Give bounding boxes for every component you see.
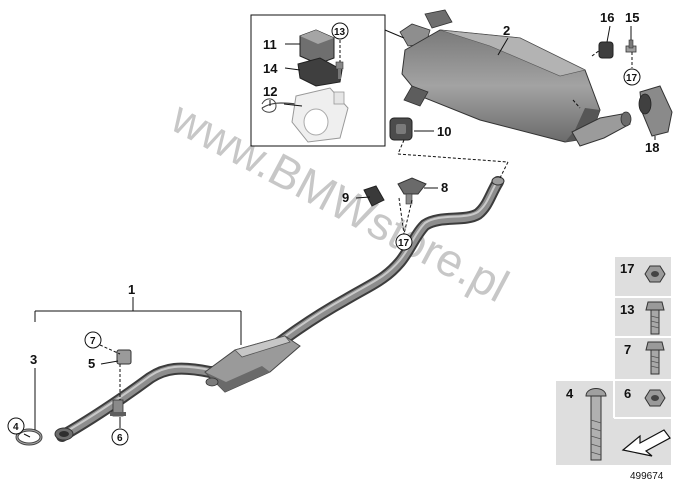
callout-8: 8 — [441, 180, 448, 195]
circled-callouts: 4 6 7 13 17 17 — [7, 22, 641, 446]
carriage-bolt-icon — [585, 388, 607, 461]
tailpipe-trim-18 — [638, 85, 673, 137]
flap-valve-housing — [291, 87, 349, 143]
bracket-5 — [116, 349, 132, 365]
legend-label-13: 13 — [620, 302, 634, 317]
actuator-11 — [299, 29, 335, 65]
front-exhaust-pipe — [54, 176, 505, 442]
legend-label-4: 4 — [566, 386, 574, 401]
bracket-14 — [297, 57, 343, 87]
svg-text:17: 17 — [398, 238, 410, 249]
legend-label-7: 7 — [624, 342, 631, 357]
direction-arrow-icon — [621, 429, 671, 457]
hex-bolt-icon — [645, 341, 665, 375]
callout-10: 10 — [437, 124, 451, 139]
svg-text:7: 7 — [90, 336, 96, 347]
callout-15: 15 — [625, 10, 639, 25]
legend-label-17: 17 — [620, 261, 634, 276]
hanger-9 — [363, 185, 385, 207]
callout-16: 16 — [600, 10, 614, 25]
callout-14: 14 — [263, 61, 278, 76]
catalytic-converter — [204, 335, 301, 393]
circled-callout-13: 13 — [331, 22, 349, 40]
callout-18: 18 — [645, 140, 659, 155]
leader-lines — [23, 25, 656, 438]
rubber-damper-16 — [598, 41, 614, 59]
detail-inset-box — [250, 14, 386, 147]
svg-text:17: 17 — [626, 73, 638, 84]
bracket-8 — [397, 177, 427, 205]
circled-callout-7: 7 — [84, 331, 102, 349]
rubber-mount-10 — [389, 117, 413, 141]
pipe-bracket-front — [110, 399, 126, 417]
circled-callout-17-rear: 17 — [623, 68, 641, 86]
rear-silencer — [399, 9, 632, 147]
callout-11: 11 — [263, 37, 277, 52]
circled-callout-6: 6 — [111, 428, 129, 446]
fastener-legend: 17 13 7 4 — [556, 257, 671, 465]
callout-5: 5 — [88, 356, 95, 371]
circled-callout-4: 4 — [7, 417, 25, 435]
callout-1: 1 — [128, 282, 135, 297]
clamp-4 — [15, 428, 43, 446]
callout-9: 9 — [342, 190, 349, 205]
callout-3: 3 — [30, 352, 37, 367]
svg-text:13: 13 — [334, 27, 346, 38]
screw-15 — [625, 39, 637, 53]
circled-callout-17-mid: 17 — [395, 233, 413, 251]
callouts: 1 2 3 5 8 9 10 11 12 14 15 16 18 — [30, 10, 659, 371]
legend-label-6: 6 — [624, 386, 631, 401]
callout-12: 12 — [263, 84, 277, 99]
svg-text:6: 6 — [117, 433, 123, 444]
flange-bolt-icon — [645, 301, 665, 335]
callout-2: 2 — [503, 23, 510, 38]
diagram-number: 499674 — [630, 471, 664, 482]
svg-text:4: 4 — [13, 422, 19, 433]
